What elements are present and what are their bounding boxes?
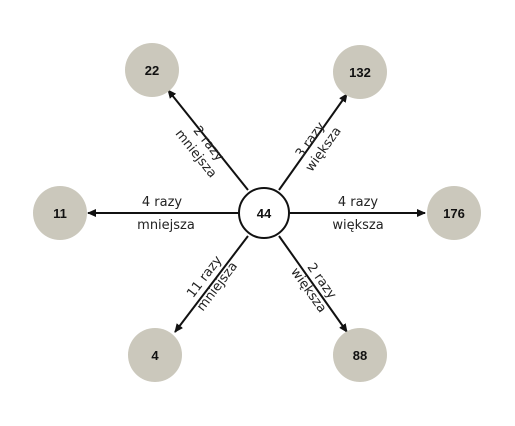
arrow-to-4 [174,235,249,333]
node-176-value: 176 [443,206,465,221]
node-132: 132 [333,45,387,99]
edges [87,89,426,333]
arrow-to-22 [167,89,249,191]
node-88: 88 [333,328,387,382]
edge-label-11-line1: 4 razy [142,195,183,210]
node-176: 176 [427,186,481,240]
node-132-value: 132 [349,65,371,80]
arrow-to-88 [278,235,348,333]
outer-nodes: 22 132 11 176 4 88 [33,43,481,382]
node-22-value: 22 [145,63,159,78]
node-4-value: 4 [151,348,159,363]
node-11: 11 [33,186,87,240]
center-circle [238,187,290,239]
node-88-value: 88 [353,348,367,363]
center-node: 44 [238,187,290,239]
edge-label-11-line2: mniejsza [137,218,195,233]
node-22: 22 [125,43,179,97]
edge-label-176-line2: większa [332,218,383,233]
arrow-to-132 [278,93,348,191]
node-11-value: 11 [53,206,67,221]
edge-label-176-line1: 4 razy [338,195,379,210]
center-node-value: 44 [257,206,272,221]
node-4: 4 [128,328,182,382]
